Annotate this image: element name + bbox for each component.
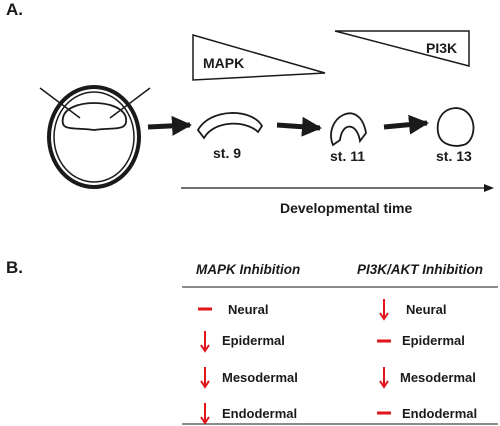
- pi3k-gradient-label: PI3K: [426, 40, 458, 56]
- column-header-mapk-inhibition: MAPK Inhibition: [196, 262, 301, 277]
- mapk-row-3-decrease-arrow-icon: [200, 403, 210, 425]
- process-arrow-1: [147, 115, 192, 136]
- mapk-row-mesodermal-label: Mesodermal: [222, 370, 298, 385]
- section-line-right: [109, 87, 151, 119]
- pi3k-row-2-decrease-arrow-icon: [379, 367, 389, 389]
- inhibition-markers: [198, 299, 391, 425]
- section-line-left: [39, 87, 81, 119]
- panel-a-label: A.: [6, 0, 23, 19]
- stage-9-tissue-icon: [196, 112, 264, 140]
- mapk-row-2-decrease-arrow-icon: [200, 367, 210, 389]
- column-header-pi3k-akt-inhibition: PI3K/AKT Inhibition: [357, 262, 483, 277]
- stage-13-label: st. 13: [436, 148, 472, 164]
- pi3k-row-0-decrease-arrow-icon: [379, 299, 389, 321]
- process-arrow-2: [276, 116, 322, 137]
- stage-9-label: st. 9: [213, 145, 242, 161]
- pi3k-row-neural-label: Neural: [406, 302, 447, 317]
- mapk-row-endodermal-label: Endodermal: [222, 406, 298, 421]
- stage-11-tissue-icon: [330, 112, 367, 147]
- stage-11-label: st. 11: [330, 148, 366, 164]
- embryo-icon: [39, 85, 151, 189]
- pi3k-row-mesodermal-label: Mesodermal: [400, 370, 476, 385]
- process-arrow-3: [383, 114, 429, 135]
- developmental-time-label: Developmental time: [280, 200, 413, 216]
- panel-b-label: B.: [6, 258, 23, 277]
- mapk-row-neural-label: Neural: [228, 302, 269, 317]
- mapk-gradient-label: MAPK: [203, 55, 245, 71]
- developmental-time-arrowhead: [484, 184, 494, 192]
- mapk-row-1-decrease-arrow-icon: [200, 331, 210, 353]
- pi3k-gradient-wedge: [334, 30, 470, 67]
- mapk-gradient-wedge: [192, 34, 326, 81]
- pi3k-row-epidermal-label: Epidermal: [402, 333, 465, 348]
- stage-13-tissue-icon: [436, 107, 475, 147]
- pi3k-row-endodermal-label: Endodermal: [402, 406, 478, 421]
- mapk-row-epidermal-label: Epidermal: [222, 333, 285, 348]
